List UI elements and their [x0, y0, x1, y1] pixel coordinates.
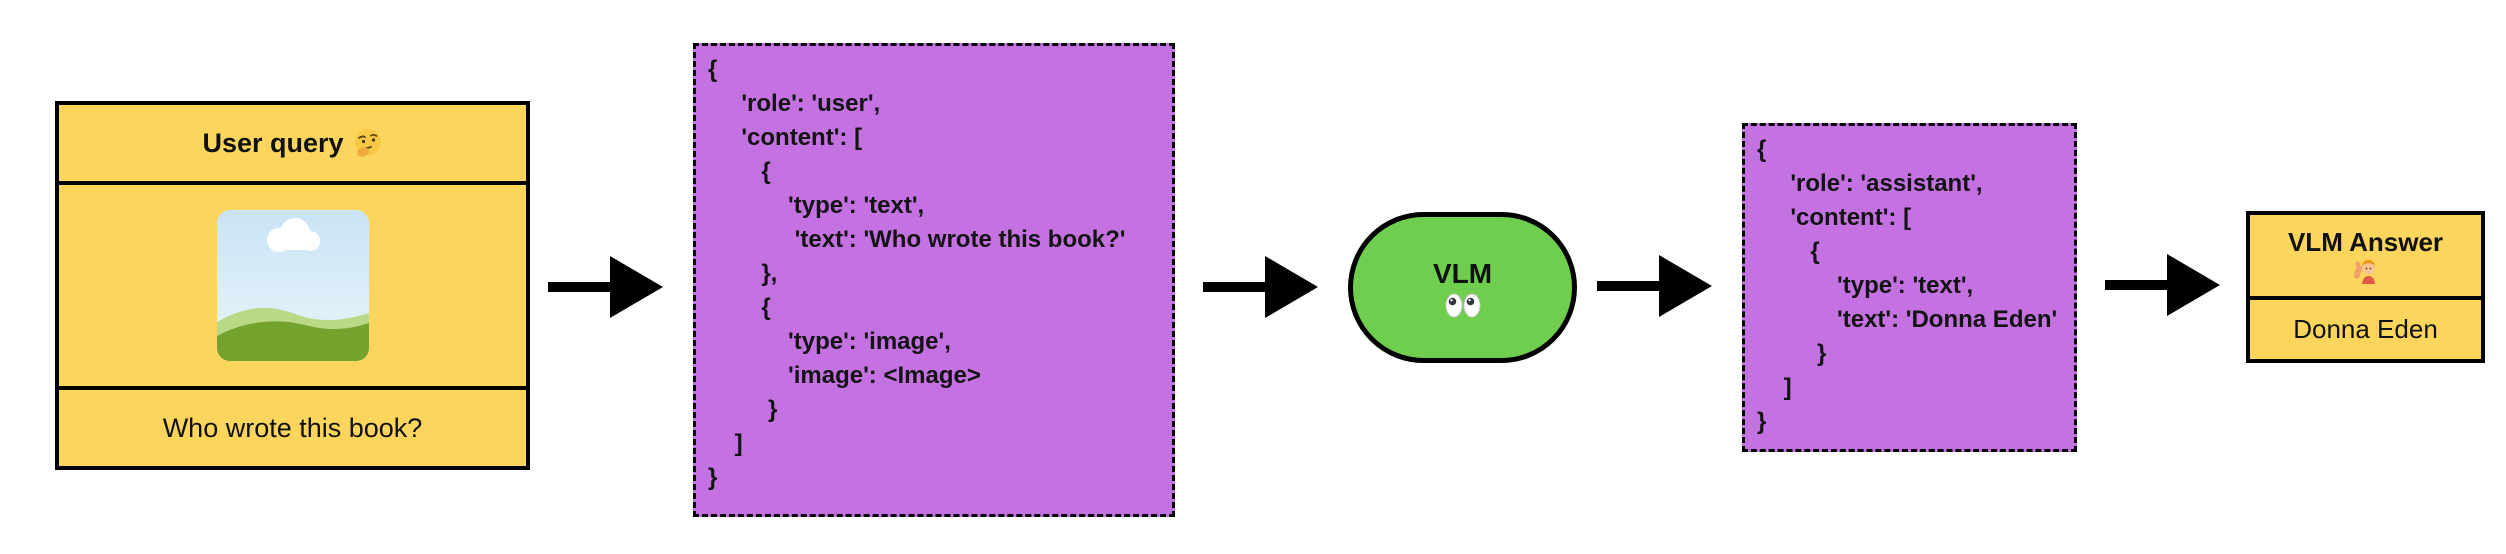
- user-query-text: Who wrote this book?: [162, 412, 423, 443]
- vlm-label: VLM: [1432, 257, 1493, 289]
- vlm-answer-title: VLM Answer: [2250, 215, 2481, 300]
- vlm-answer-value: Donna Eden: [2293, 314, 2438, 344]
- book-photo-placeholder: [216, 210, 369, 361]
- thinking-face-icon: [354, 129, 381, 157]
- arrow-query-to-message: [548, 256, 663, 318]
- person-raising-hand-icon: [2353, 259, 2375, 284]
- arrow-response-to-answer: [2105, 254, 2220, 316]
- user-query-title-text: User query: [202, 127, 344, 158]
- vlm-node: VLM: [1348, 212, 1577, 363]
- vlm-answer-node: VLM Answer Donna Eden: [2246, 211, 2485, 363]
- arrow-vlm-to-response: [1597, 255, 1712, 317]
- eyes-icon: [1445, 293, 1480, 317]
- user-query-image-section: [59, 185, 526, 390]
- vlm-answer-title-text: VLM Answer: [2287, 226, 2444, 257]
- arrow-message-to-vlm: [1203, 256, 1318, 318]
- user-query-title: User query: [59, 105, 526, 185]
- user-message-json: { 'role': 'user', 'content': [ { 'type':…: [693, 43, 1175, 517]
- assistant-message-json: { 'role': 'assistant', 'content': [ { 't…: [1742, 123, 2077, 452]
- user-query-node: User query: [55, 101, 530, 470]
